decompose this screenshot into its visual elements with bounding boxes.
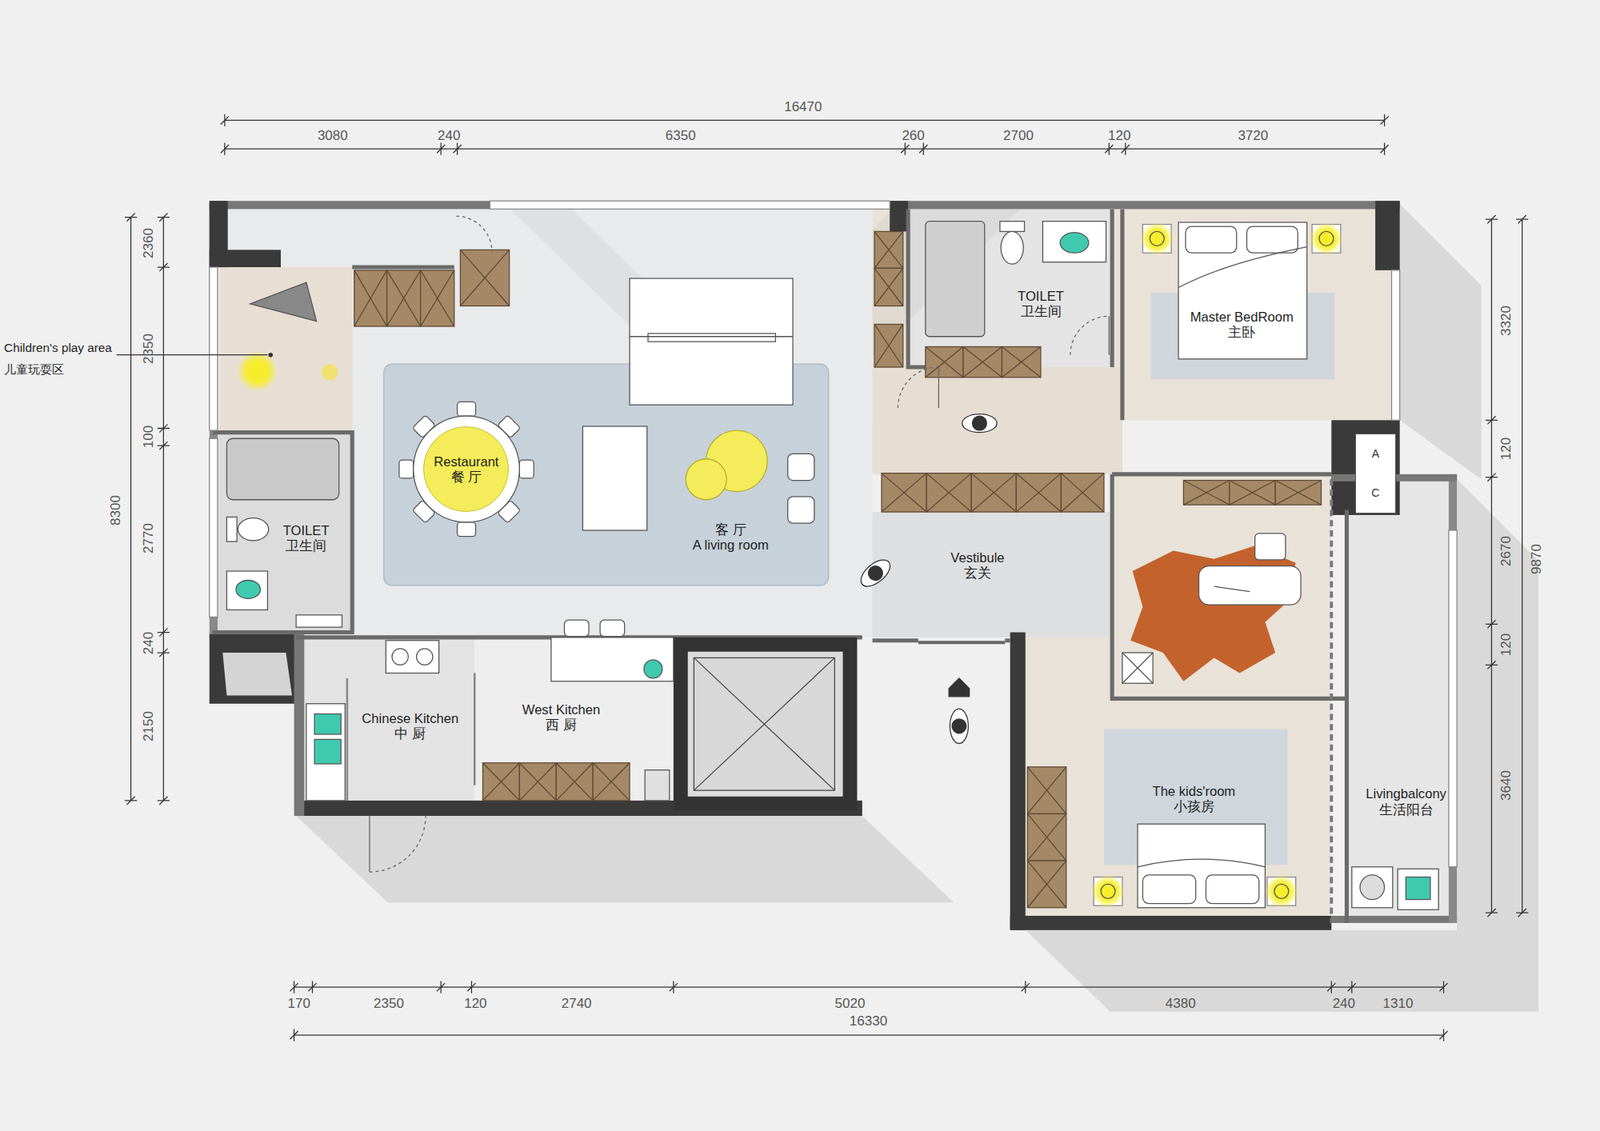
room-subname: 主卧: [1190, 324, 1294, 340]
room-name: Livingbalcony: [1365, 786, 1447, 802]
dimension-text: 120: [1498, 633, 1514, 656]
room-label: Vestibule玄关: [947, 548, 1008, 583]
room-label: Livingbalcony生活阳台: [1362, 784, 1450, 819]
dimension-text: 100: [141, 425, 157, 448]
dimension-text: 240: [1332, 996, 1356, 1012]
room-label: West Kitchen西 厨: [519, 700, 604, 735]
room-subname: C: [1371, 486, 1380, 500]
dimension-text: 3640: [1498, 770, 1514, 801]
dimension-line: [124, 114, 1528, 1042]
floor: [212, 204, 1453, 924]
window: [209, 200, 1457, 868]
room-label: 客 厅A living room: [689, 520, 772, 555]
dimension-text: 120: [464, 996, 487, 1012]
room-name: Restaurant: [433, 454, 499, 470]
area-callout: Children's play area: [4, 341, 112, 356]
room-name: Master BedRoom: [1190, 309, 1294, 325]
area-callout: 儿童玩耍区: [4, 362, 64, 376]
room-subname: 卫生间: [283, 538, 330, 554]
room-subname: 生活阳台: [1365, 802, 1447, 818]
furniture: [226, 221, 1439, 911]
elevator-shaft: [680, 644, 851, 804]
dimension-text: 9870: [1529, 544, 1545, 575]
room-label: Chinese Kitchen中 厨: [358, 709, 462, 744]
room-name: West Kitchen: [522, 702, 600, 718]
room-label: TOILET卫生间: [280, 521, 333, 556]
room-subname: A living room: [692, 537, 769, 553]
dimension-text: 1310: [1383, 996, 1414, 1012]
dining-table: Restaurant餐 厅: [423, 426, 509, 512]
dimension-text: 2150: [141, 711, 157, 742]
room-name: TOILET: [283, 523, 330, 539]
room-subname: 小孩房: [1152, 799, 1236, 815]
leader-line: [116, 352, 273, 358]
dimension-text: 5020: [835, 996, 866, 1012]
dimension-text: 240: [141, 631, 157, 654]
room-subname: 西 厨: [522, 717, 600, 733]
room-label: The kids'room小孩房: [1149, 782, 1240, 816]
room-name: Vestibule: [950, 550, 1004, 566]
room-name: A: [1372, 447, 1380, 460]
dimension-text: 16470: [784, 100, 822, 116]
room-label: TOILET卫生间: [1014, 287, 1068, 321]
dimension-text: 8300: [108, 495, 124, 526]
lamp: [236, 222, 1343, 908]
dimension-text: 16330: [849, 1013, 888, 1029]
room-subname: 餐 厅: [451, 469, 483, 485]
room-name: The kids'room: [1152, 784, 1236, 800]
dimension-text: 2700: [1003, 128, 1034, 144]
dimension-text: 120: [1498, 437, 1514, 460]
dimension-text: 3320: [1498, 305, 1514, 336]
dimension-text: 260: [901, 128, 924, 144]
room-subname: 玄关: [950, 565, 1004, 581]
dimension-text: 2740: [561, 996, 592, 1012]
dimension-text: 6350: [665, 128, 696, 144]
dimension-text: 2350: [141, 333, 157, 364]
room-name: Chinese Kitchen: [361, 711, 459, 727]
dimension-text: 2770: [141, 524, 157, 555]
dimension-text: 3720: [1237, 128, 1268, 144]
dimension-text: 2360: [141, 228, 157, 259]
door: [369, 216, 1109, 872]
dimension-text: 2350: [373, 996, 404, 1012]
room-subname: 卫生间: [1017, 304, 1064, 320]
room-name: TOILET: [1017, 288, 1064, 304]
cabinet-box: AC: [1355, 433, 1396, 513]
room-subname: 中 厨: [361, 726, 459, 742]
cabinet: [354, 231, 1322, 908]
room-name: 客 厅: [692, 522, 769, 538]
dimension-text: 170: [288, 996, 311, 1012]
rug: [384, 292, 1335, 865]
wall: [209, 200, 1457, 931]
dimension-text: 2670: [1498, 536, 1514, 567]
dimension-text: 3080: [317, 128, 348, 144]
room-label: Master BedRoom主卧: [1187, 308, 1297, 342]
dimension-text: 120: [1108, 128, 1131, 144]
dimension-text: 240: [437, 128, 460, 144]
dimension-text: 4380: [1165, 996, 1196, 1012]
